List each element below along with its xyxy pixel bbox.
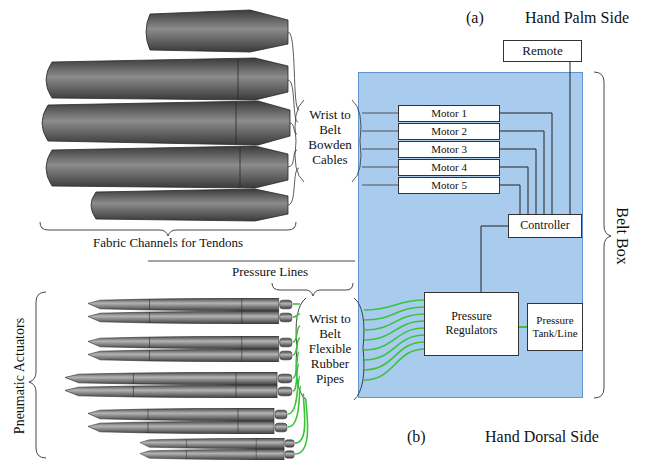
connector [500, 149, 536, 214]
panel-letter: (b) [407, 428, 426, 446]
tendon-lines [288, 32, 361, 205]
connector [500, 131, 544, 214]
box-text: Motor 3 [431, 143, 467, 156]
connector [570, 62, 571, 214]
group-label: Fabric Channels for Tendons [68, 236, 268, 251]
brackets [29, 72, 611, 458]
connector [500, 113, 552, 214]
pneumatic-actuators [65, 298, 339, 462]
finger-channels [42, 10, 290, 221]
group-label: Pressure Lines [232, 265, 308, 280]
pipe-label: Wrist to Belt Flexible Rubber Pipes [307, 312, 353, 387]
connector [481, 226, 508, 292]
motor-box: Motor 4 [398, 159, 500, 176]
connector [500, 167, 528, 214]
motor-box: Motor 2 [398, 123, 500, 140]
tank-box: Pressure Tank/Line [527, 303, 583, 351]
box-text: Remote [522, 44, 562, 59]
box-text: Pressure Tank/Line [530, 314, 580, 339]
motor-box: Motor 5 [398, 177, 500, 194]
box-text: Motor 4 [431, 161, 467, 174]
controller-box: Controller [508, 214, 582, 238]
box-text: Motor 1 [431, 107, 467, 120]
bowden-cable-lines [362, 113, 398, 185]
box-text: Motor 5 [431, 179, 467, 192]
motor-box: Motor 1 [398, 105, 500, 122]
panel-letter: (a) [466, 9, 484, 27]
box-text: Controller [520, 219, 569, 233]
box-text: Motor 2 [431, 125, 467, 138]
regulator-box: Pressure Regulators [424, 292, 519, 356]
pressure-lines [288, 300, 425, 454]
panel-title: Hand Dorsal Side [485, 428, 599, 446]
cable-label: Wrist to Belt Bowden Cables [307, 108, 353, 168]
box-label: Belt Box [613, 207, 631, 264]
connector [519, 326, 527, 328]
panel-title: Hand Palm Side [525, 9, 629, 27]
connector [500, 185, 520, 214]
remote-box: Remote [503, 40, 582, 62]
motor-box: Motor 3 [398, 141, 500, 158]
group-label: Pneumatic Actuators [12, 318, 28, 434]
box-text: Pressure Regulators [427, 310, 516, 338]
